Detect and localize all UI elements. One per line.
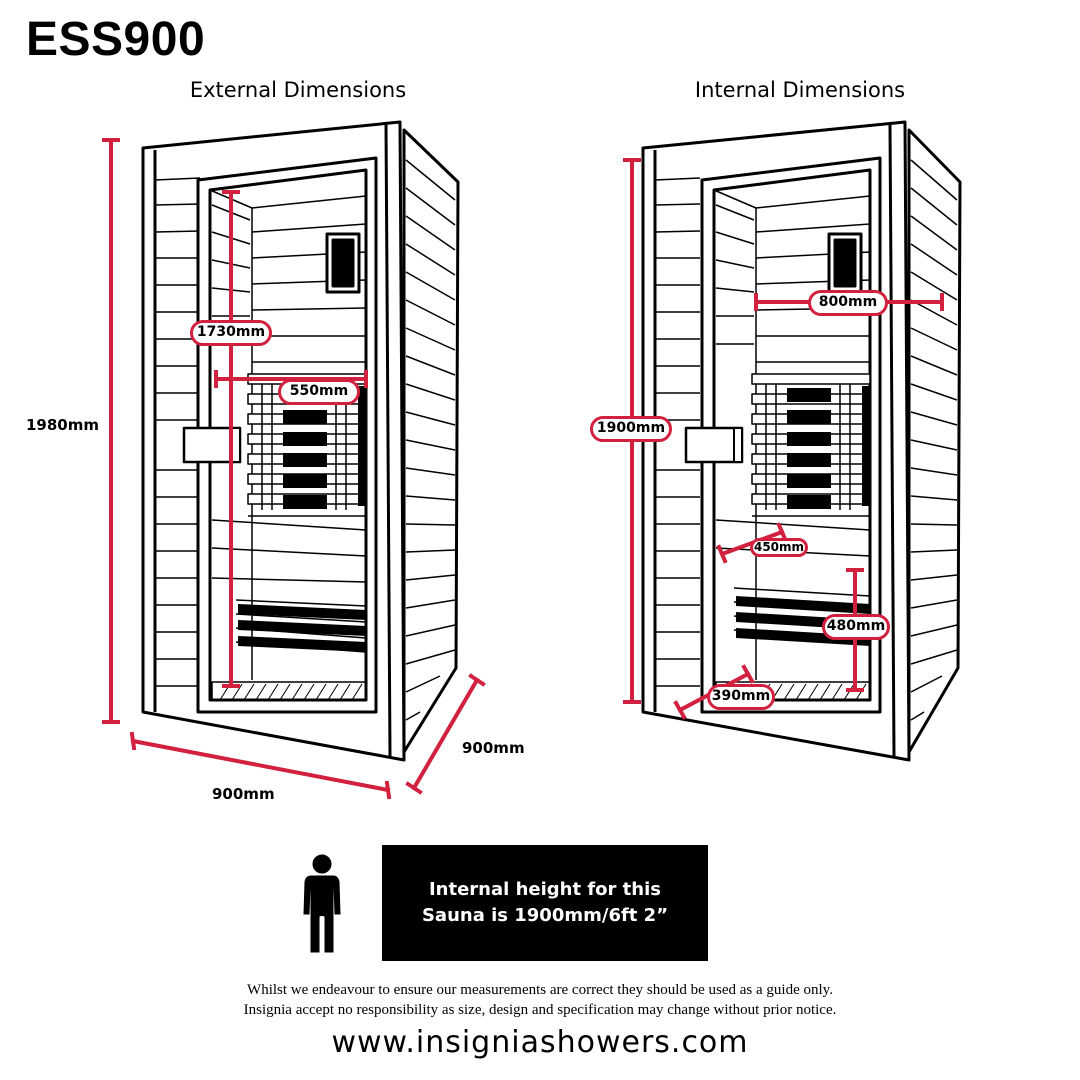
bench-height-label: 480mm bbox=[822, 614, 890, 640]
disclaimer: Whilst we endeavour to ensure our measur… bbox=[120, 980, 960, 1020]
door-width-label: 550mm bbox=[278, 379, 360, 405]
info-box-line-1: Internal height for this bbox=[428, 879, 661, 900]
disclaimer-line-2: Insignia accept no responsibility as siz… bbox=[243, 1002, 837, 1018]
external-depth-label: 900mm bbox=[462, 739, 525, 757]
internal-width-label: 800mm bbox=[808, 290, 888, 316]
external-dimensions-title: External Dimensions bbox=[189, 78, 407, 102]
bench-depth-label: 450mm bbox=[750, 538, 808, 557]
disclaimer-line-1: Whilst we endeavour to ensure our measur… bbox=[247, 982, 833, 998]
internal-height-info-box: Internal height for this Sauna is 1900mm… bbox=[382, 845, 708, 961]
external-height-label: 1980mm bbox=[26, 416, 100, 434]
internal-height-label: 1900mm bbox=[590, 416, 672, 442]
product-title: ESS900 bbox=[26, 13, 206, 66]
door-height-label: 1730mm bbox=[190, 320, 272, 346]
floor-depth-label: 390mm bbox=[707, 684, 775, 710]
external-width-label: 900mm bbox=[212, 785, 275, 803]
website-link[interactable]: www.insigniashowers.com bbox=[331, 1025, 749, 1060]
info-box-line-2: Sauna is 1900mm/6ft 2” bbox=[421, 905, 669, 926]
internal-dimensions-title: Internal Dimensions bbox=[694, 78, 906, 102]
